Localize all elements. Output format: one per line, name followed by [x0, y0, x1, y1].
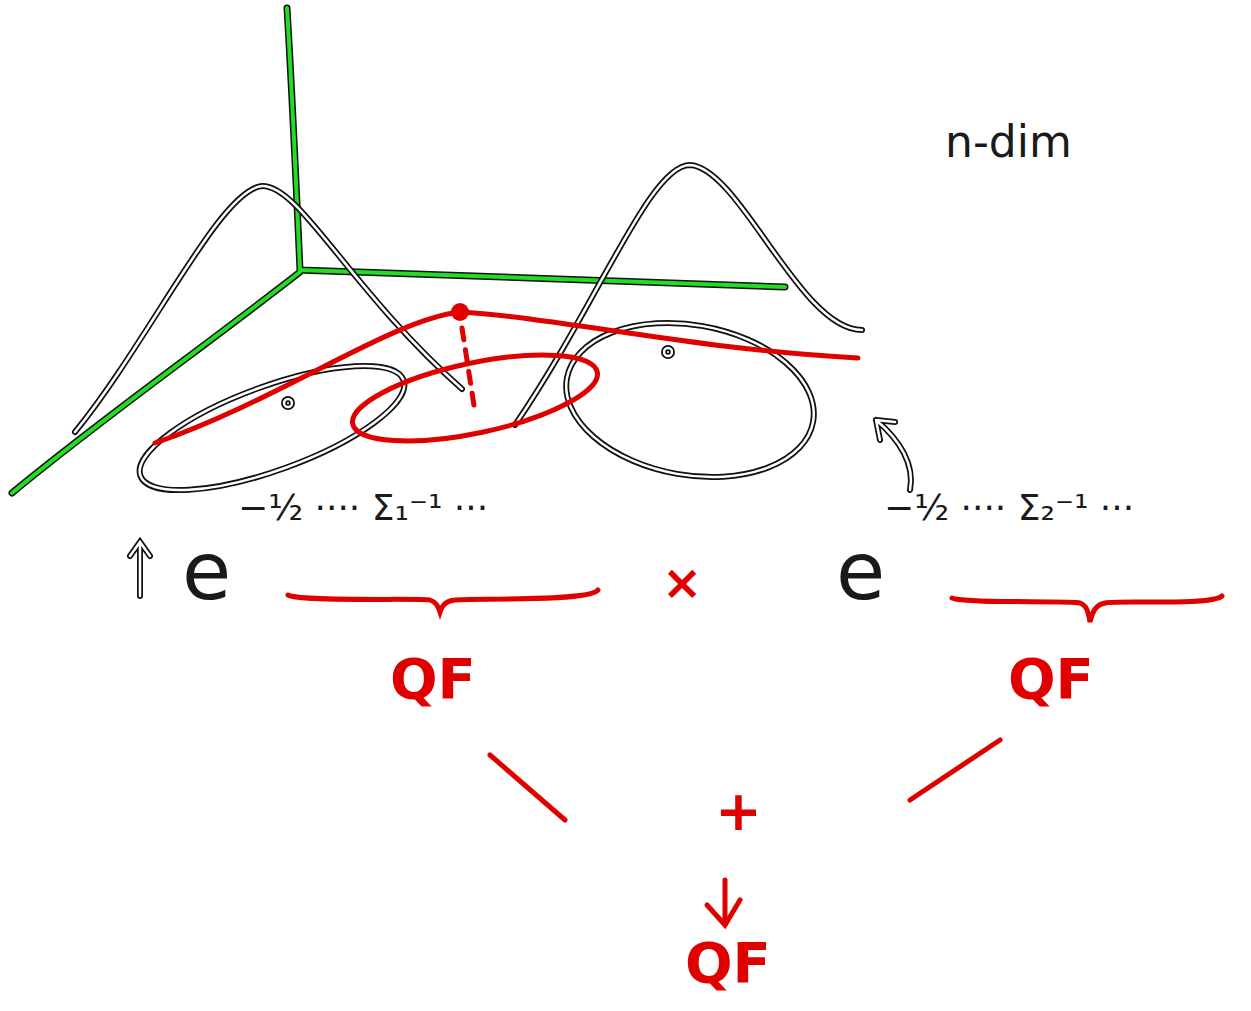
- times-sign: ×: [662, 556, 702, 609]
- product-gaussian: [155, 312, 858, 458]
- braces: [288, 590, 1222, 622]
- sum-lines: [490, 740, 1000, 925]
- dimension-note: n-dim: [945, 118, 1072, 166]
- exp-base: e: [182, 528, 231, 616]
- peak-dot: [451, 303, 469, 321]
- axes-outline: [12, 8, 785, 493]
- axes: [12, 8, 785, 493]
- quadratic-form: QF: [390, 648, 476, 710]
- exponent: −½ ···· Σ₂⁻¹ ···: [884, 488, 1134, 528]
- plus-sign: +: [715, 780, 762, 842]
- quadratic-form: QF: [685, 932, 771, 994]
- exp-base: e: [836, 528, 885, 616]
- quadratic-form: QF: [1008, 648, 1094, 710]
- exponent: −½ ···· Σ₁⁻¹ ···: [238, 488, 488, 528]
